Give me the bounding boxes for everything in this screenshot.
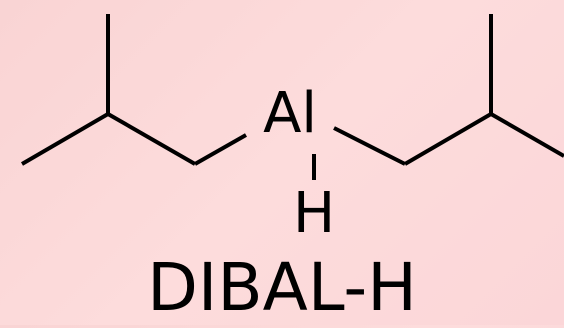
left-ch2-al-bond [194, 133, 247, 166]
left-isobutyl-group [20, 14, 247, 166]
compound-name: DIBAL-H [147, 249, 417, 326]
left-methyl-bond-diagonal [20, 112, 110, 166]
right-methyl-bond-diagonal [490, 112, 564, 158]
aluminium-atom-label: Al [263, 81, 317, 146]
right-al-ch2-bond [333, 126, 406, 166]
hydride-atom-label: H [293, 181, 335, 246]
right-ch2-ch-bond [403, 112, 493, 166]
right-isobutyl-group [333, 14, 564, 166]
left-ch-ch2-bond [107, 112, 196, 166]
